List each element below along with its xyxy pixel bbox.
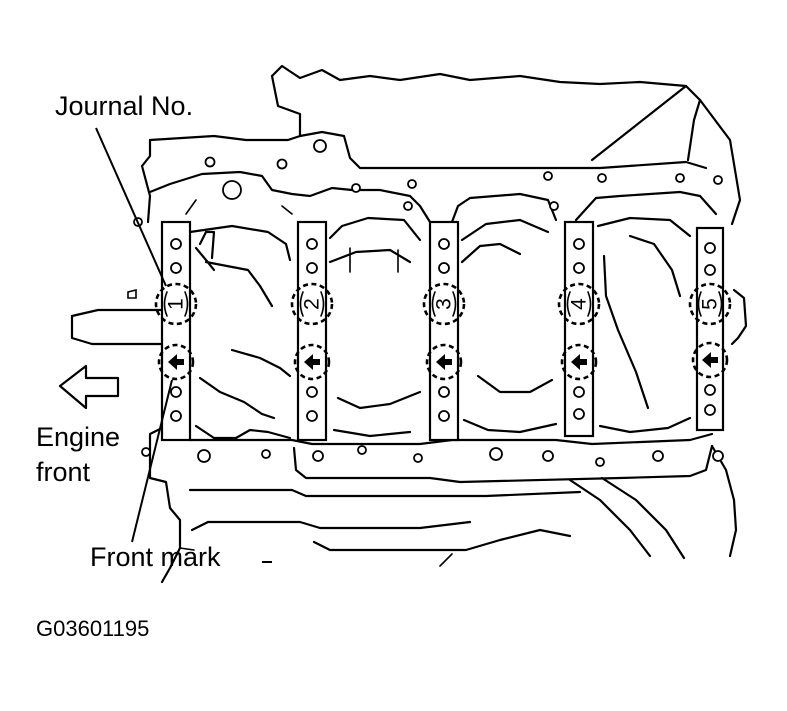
front-mark-arrow-1 <box>157 343 195 381</box>
journal-number: 4 <box>568 298 591 310</box>
leader-lines <box>95 127 272 563</box>
bearing-cap-4 <box>563 220 595 438</box>
left-arrow-outline-icon <box>58 364 120 410</box>
journal-no-leader <box>95 127 167 287</box>
figure-code: G03601195 <box>36 616 149 641</box>
front-mark-arrow-3 <box>425 343 463 381</box>
left-arrow-filled-icon <box>168 354 184 370</box>
journal-number: 2 <box>301 298 324 310</box>
bearing-cap-5 <box>695 226 725 432</box>
bearing-caps <box>160 220 725 442</box>
left-arrow-filled-icon <box>571 354 587 370</box>
front-mark-label: Front mark <box>90 542 221 572</box>
engine-front-label-line1: Engine <box>36 422 120 452</box>
bearing-cap-2 <box>296 220 328 442</box>
engine-front-label-line2: front <box>36 457 91 487</box>
bolt-holes <box>133 139 724 467</box>
bearing-cap-3 <box>428 220 460 442</box>
left-arrow-filled-icon <box>702 352 718 368</box>
front-mark-arrow-5 <box>691 341 729 379</box>
journal-marker-3: 3 <box>422 282 466 326</box>
journal-marker-2: 2 <box>290 282 334 326</box>
upper-block-outline <box>140 64 742 226</box>
left-arrow-filled-icon <box>436 354 452 370</box>
front-mark-arrow-2 <box>293 343 331 381</box>
journal-marker-4: 4 <box>557 282 601 326</box>
journal-no-label: Journal No. <box>55 91 193 121</box>
front-mark-arrow-4 <box>560 343 598 381</box>
front-mark-leader <box>131 379 173 543</box>
journal-marker-1: 1 <box>154 282 198 326</box>
journal-number: 1 <box>165 298 188 310</box>
front-mark-markers <box>157 341 729 381</box>
crankshaft-area <box>70 216 748 440</box>
journal-marker-5: 5 <box>688 282 732 326</box>
lower-block-outline <box>148 418 738 584</box>
journal-markers: 1 2 3 4 5 <box>154 282 732 326</box>
journal-number: 5 <box>699 298 722 310</box>
left-arrow-filled-icon <box>304 354 320 370</box>
journal-number: 3 <box>433 298 456 310</box>
